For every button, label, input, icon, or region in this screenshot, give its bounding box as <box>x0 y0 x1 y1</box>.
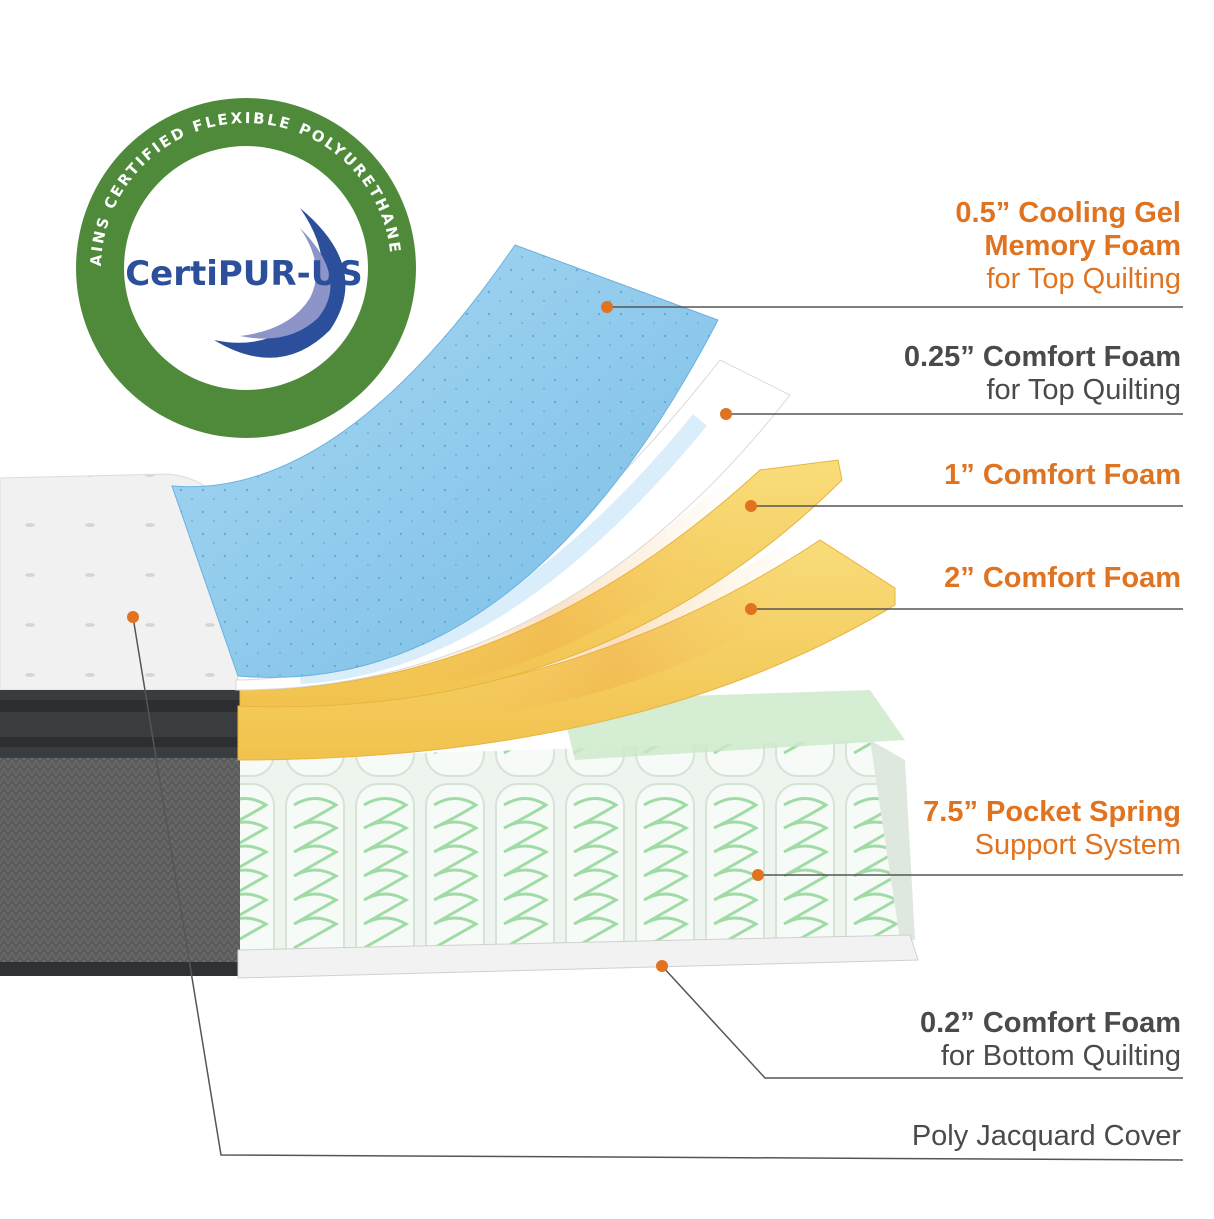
marker-comfort1 <box>745 500 757 512</box>
marker-dots <box>127 301 764 972</box>
label-gel-title: 0.5” Cooling Gel <box>955 197 1181 229</box>
marker-comfort02 <box>656 960 668 972</box>
label-cover-subtitle: Poly Jacquard Cover <box>911 1120 1181 1152</box>
pocket-spring-block <box>237 690 919 979</box>
leader-lines <box>132 306 1184 1161</box>
marker-cover <box>127 611 139 623</box>
leader-line-comfort02 <box>661 965 1183 1079</box>
label-gel-subtitle: for Top Quilting <box>986 263 1181 295</box>
label-comfort025-subtitle: for Top Quilting <box>986 374 1181 406</box>
badge-brand-text: CertiPUR-US <box>125 254 363 294</box>
marker-gel <box>601 301 613 313</box>
label-spring-subtitle: Support System <box>974 829 1181 861</box>
label-comfort2: 2” Comfort Foam <box>944 562 1181 595</box>
label-comfort025: 0.25” Comfort Foam for Top Quilting <box>904 341 1181 407</box>
label-spring: 7.5” Pocket Spring Support System <box>923 796 1181 862</box>
marker-comfort025 <box>720 408 732 420</box>
label-comfort1-title: 1” Comfort Foam <box>944 459 1181 491</box>
label-comfort02-title: 0.2” Comfort Foam <box>919 1007 1181 1039</box>
label-gel: 0.5” Cooling Gel Memory Foam for Top Qui… <box>955 197 1181 296</box>
mattress-side-block <box>0 473 240 976</box>
marker-comfort2 <box>745 603 757 615</box>
leader-line-cover <box>132 616 1184 1161</box>
certipur-badge: CONTAINS CERTIFIED FLEXIBLE POLYURETHANE… <box>0 0 416 438</box>
label-comfort02: 0.2” Comfort Foam for Bottom Quilting <box>920 1007 1181 1073</box>
label-cover: Poly Jacquard Cover <box>912 1120 1181 1153</box>
label-comfort025-title: 0.25” Comfort Foam <box>903 341 1181 373</box>
marker-spring <box>752 869 764 881</box>
label-spring-title: 7.5” Pocket Spring <box>923 796 1181 828</box>
badge-swoosh-accent <box>240 228 331 339</box>
gel-memory-foam-layer <box>171 244 719 678</box>
label-comfort1: 1” Comfort Foam <box>944 459 1181 492</box>
label-gel-title2: Memory Foam <box>984 230 1181 262</box>
label-comfort2-title: 2” Comfort Foam <box>944 562 1181 594</box>
label-comfort02-subtitle: for Bottom Quilting <box>940 1040 1181 1072</box>
